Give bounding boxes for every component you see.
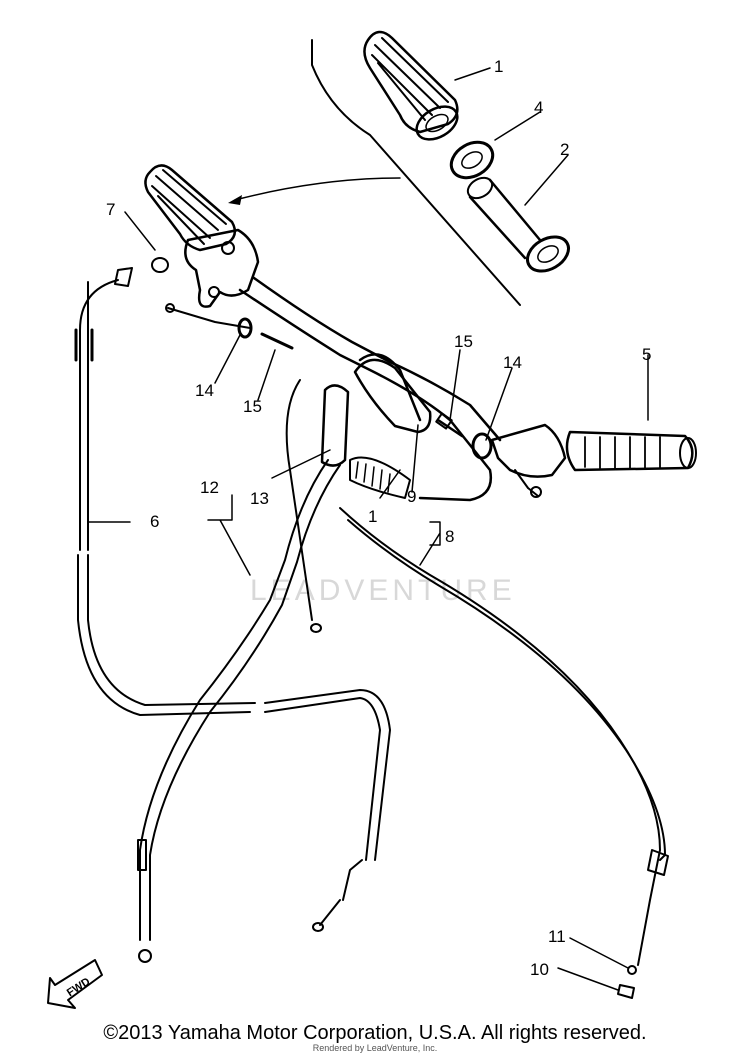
inset-arrow: [234, 177, 401, 201]
grip-part-3: [363, 30, 459, 141]
callout-leaders: [87, 67, 649, 991]
cable-part-12: [137, 379, 350, 963]
callout-4: 4: [534, 98, 543, 117]
callout-14-right: 14: [503, 353, 522, 372]
left-adjusters: [165, 303, 294, 350]
washer-part-4: [449, 140, 495, 180]
callout-10: 10: [530, 960, 549, 979]
callout-11: 11: [548, 927, 566, 946]
handlebar-part-1: [238, 276, 502, 502]
bar-pad-part-9: [353, 358, 432, 434]
cable-end-part-11: [627, 965, 637, 975]
nut-part-14-right: [471, 432, 493, 460]
callout-14-left: 14: [195, 381, 214, 400]
callout-3: 1: [494, 57, 503, 76]
callout-6: 6: [150, 512, 159, 531]
cable-part-6: [74, 257, 391, 932]
callout-15-left: 15: [243, 397, 262, 416]
fwd-arrow: FWD: [47, 959, 103, 1009]
fitting-part-10: [617, 984, 635, 999]
right-lever-housing: [490, 423, 567, 478]
callout-8: 8: [445, 527, 454, 546]
cap-part-7: [151, 257, 169, 273]
callout-labels: 1 4 2 7 5 15 14 14 15 12 13 6 1 9 8 11 1…: [106, 57, 651, 979]
throttle-tube-part-2: [466, 176, 570, 273]
bolt-part-15-left: [260, 332, 294, 350]
callout-15-right: 15: [454, 332, 473, 351]
copyright-text: ©2013 Yamaha Motor Corporation, U.S.A. A…: [103, 1022, 647, 1044]
callout-7: 7: [106, 200, 115, 219]
callout-2: 2: [560, 140, 569, 159]
callout-1: 1: [368, 507, 377, 526]
callout-9: 9: [407, 487, 416, 506]
rendered-by-text: Rendered by LeadVenture, Inc.: [312, 1043, 438, 1053]
right-assembly: [435, 412, 697, 498]
inset-boundary: [311, 39, 521, 306]
left-lever-housing: [184, 228, 260, 308]
callout-13: 13: [250, 489, 269, 508]
cable-part-8: [339, 507, 669, 999]
callout-12: 12: [200, 478, 219, 497]
callout-5: 5: [642, 345, 651, 364]
inset-arrowhead: [228, 195, 242, 205]
fwd-label: FWD: [65, 976, 93, 1000]
watermark: LEADVENTURE: [250, 574, 516, 607]
bolt-part-15-right: [436, 418, 464, 438]
nut-part-14-left: [237, 317, 253, 339]
left-grip: [144, 164, 237, 252]
